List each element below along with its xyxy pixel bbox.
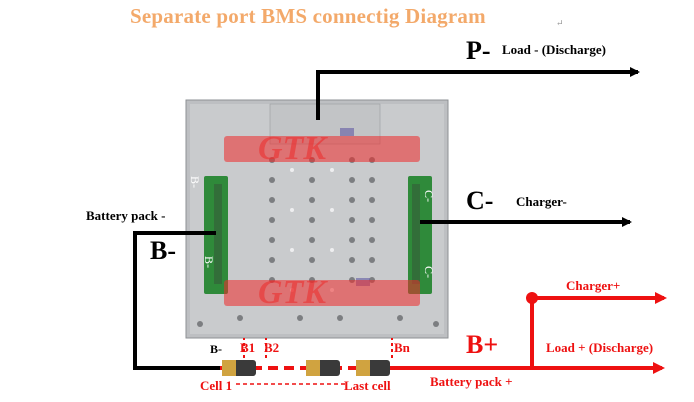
charger-plus-wire	[530, 292, 667, 368]
cell-first-label: Cell 1	[200, 378, 233, 393]
charger-plus-label: Charger+	[566, 278, 621, 293]
watermark-shapes	[224, 136, 420, 306]
diagram-title: Separate port BMS connectig Diagram	[130, 4, 486, 28]
watermark-top: GTK	[258, 130, 326, 167]
c-minus-label: C-	[466, 186, 494, 215]
c-minus-desc: Charger-	[516, 194, 567, 209]
p-minus-desc: Load - (Discharge)	[502, 42, 606, 57]
b-minus-wire	[133, 231, 220, 370]
p-minus-label: P-	[466, 36, 491, 65]
cell-b1-label: B1	[240, 340, 256, 355]
p-minus-wire	[316, 67, 640, 120]
watermark-bottom: GTK	[258, 274, 326, 311]
b-plus-label: B+	[466, 330, 499, 359]
cell-b-minus-tag: B-	[210, 342, 222, 356]
b-plus-desc: Battery pack +	[430, 374, 513, 389]
pad-label-left-bottom: B-	[202, 256, 216, 268]
bms-board	[185, 99, 449, 339]
junction-dot	[526, 292, 538, 304]
pad-label-right-bottom: C-	[422, 266, 436, 278]
b-minus-desc: Battery pack -	[86, 208, 166, 223]
pad-label-left-top: B-	[188, 176, 202, 188]
load-plus-label: Load + (Discharge)	[546, 340, 654, 355]
cell-b2-label: B2	[264, 340, 280, 355]
cell-last-label: Last cell	[344, 378, 391, 393]
cell-bn-label: Bn	[394, 340, 410, 355]
return-mark: ↵	[556, 18, 564, 28]
b-minus-label: B-	[150, 236, 176, 265]
pad-label-right-top: C-	[422, 190, 436, 202]
right-pad	[408, 176, 432, 294]
